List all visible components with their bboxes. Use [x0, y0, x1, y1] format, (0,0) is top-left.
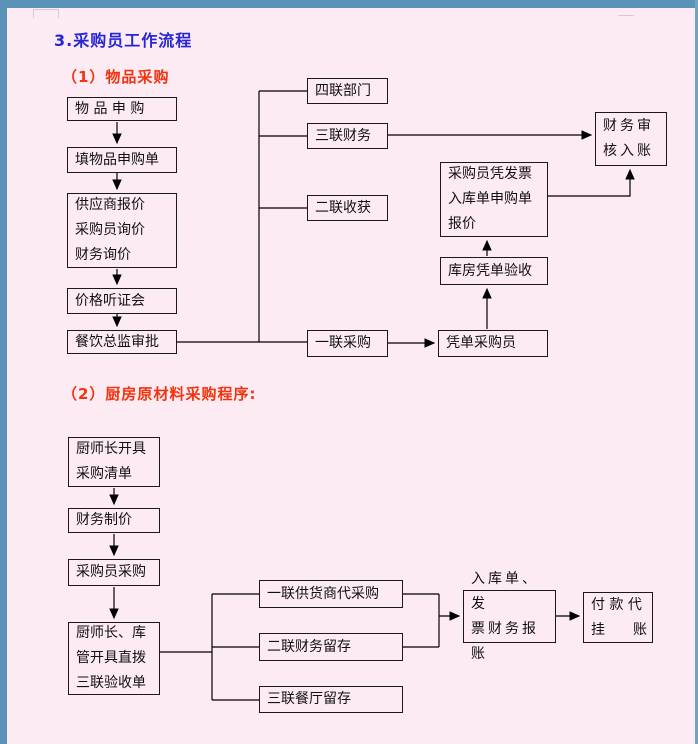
flow1-box-copy1-purchasing[interactable]: 一联采购: [307, 330, 388, 357]
section2-heading: （2）厨房原材料采购程序:: [62, 385, 257, 403]
flow1-box-fill-form[interactable]: 填物品申购单: [67, 147, 177, 173]
flow1-box-price-hearing[interactable]: 价格听证会: [67, 288, 177, 314]
flow1-box-finance-audit[interactable]: 财务审 核入账: [595, 112, 667, 166]
flow2-box-payment-credit[interactable]: 付 款 代 挂 账: [583, 592, 653, 643]
page-left-border: [0, 0, 7, 744]
flow1-box-item-request[interactable]: 物 品 申 购: [67, 97, 177, 121]
flow1-box-copy3-finance[interactable]: 三联财务: [307, 123, 388, 149]
flow2-box-chef-list[interactable]: 厨师长开具 采购清单: [68, 437, 160, 487]
flow1-box-warehouse-check[interactable]: 库房凭单验收: [440, 257, 548, 285]
flow1-box-voucher-purchaser[interactable]: 凭单采购员: [438, 330, 548, 357]
flow1-box-copy2-receiving[interactable]: 二联收获: [307, 195, 388, 221]
flow2-box-purchaser-buy[interactable]: 采购员采购: [68, 559, 160, 586]
flow1-box-copy4-department[interactable]: 四联部门: [307, 78, 388, 104]
page-top-border: [0, 0, 698, 8]
flow2-box-copy3-restaurant[interactable]: 三联餐厅留存: [259, 686, 403, 713]
flow1-box-purchaser-docs[interactable]: 采购员凭发票 入库单申购单 报价: [440, 162, 548, 237]
flow2-box-copy1-supplier[interactable]: 一联供货商代采购: [259, 580, 403, 608]
page-title: 3.采购员工作流程: [54, 31, 193, 50]
flow2-box-copy2-finance[interactable]: 二联财务留存: [259, 633, 403, 661]
page-right-border: [695, 0, 698, 744]
flow1-box-quotes[interactable]: 供应商报价 采购员询价 财务询价: [67, 193, 177, 268]
section1-heading: （1）物品采购: [62, 68, 170, 86]
margin-mark-top-left: [33, 9, 59, 18]
flow2-box-acceptance-form[interactable]: 厨师长、库 管开具直拨 三联验收单: [68, 622, 160, 695]
flow1-box-director-approval[interactable]: 餐饮总监审批: [67, 330, 177, 354]
margin-mark-top-right: [618, 15, 634, 16]
flow2-box-finance-pricing[interactable]: 财务制价: [68, 508, 160, 533]
flow2-box-finance-reimburse[interactable]: 入库单、发 票财务报账: [463, 571, 556, 662]
